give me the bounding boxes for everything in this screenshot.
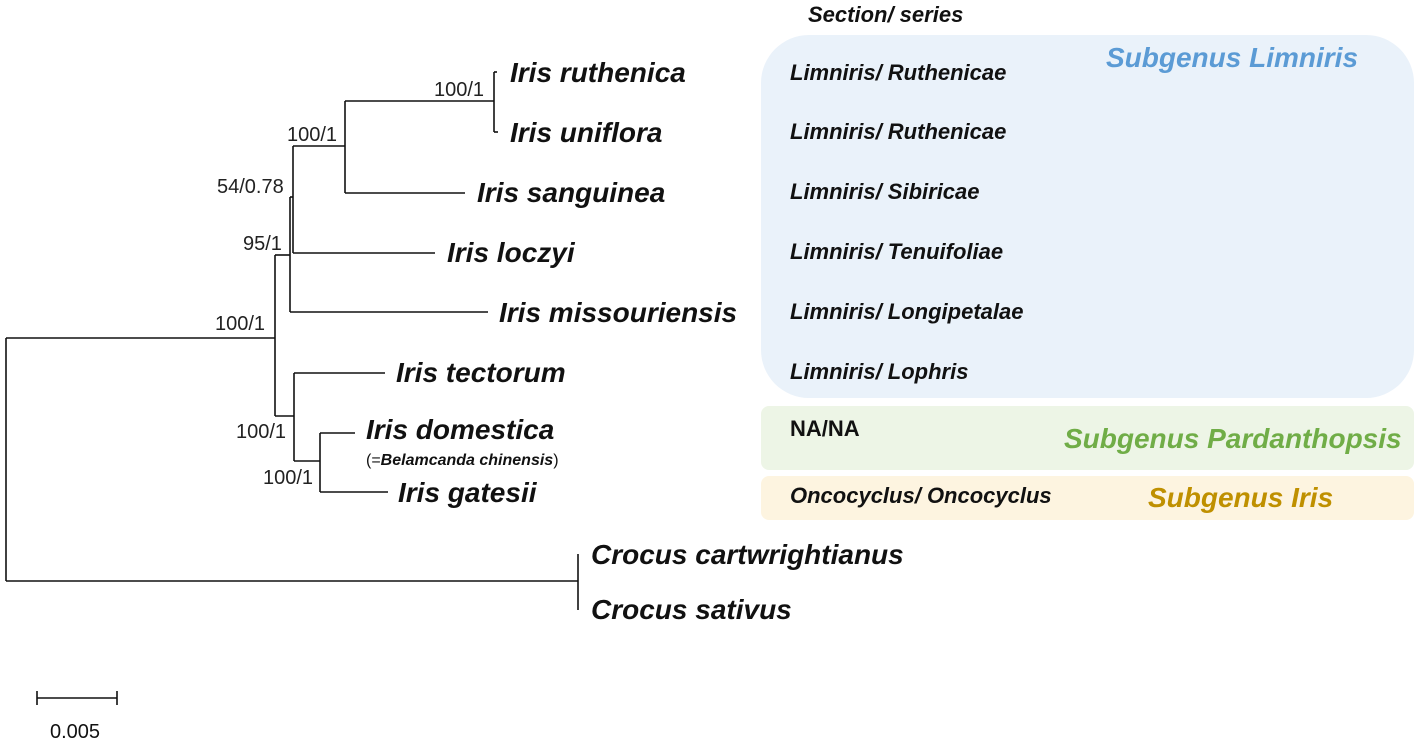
- taxon-label: Iris ruthenica: [510, 57, 686, 88]
- section-series-label: Limniris/ Sibiricae: [790, 179, 980, 204]
- support-value: 100/1: [287, 124, 337, 146]
- section-series-label: Limniris/ Longipetalae: [790, 299, 1023, 324]
- support-value: 54/0.78: [217, 176, 284, 198]
- subgenus-pardanthopsis-box: [761, 406, 1414, 470]
- synonym-label: (=Belamcanda chinensis): [366, 452, 559, 469]
- scale-bar-label: 0.005: [50, 721, 100, 743]
- section-series-label: Limniris/ Lophris: [790, 359, 968, 384]
- taxon-label: Iris missouriensis: [499, 297, 737, 328]
- scale-bar: 0.005: [36, 691, 118, 743]
- taxon-label: Iris sanguinea: [477, 177, 665, 208]
- support-value: 100/1: [236, 421, 286, 443]
- section-series-header: Section/ series: [808, 2, 963, 27]
- subgenus-limniris-label: Subgenus Limniris: [1106, 42, 1358, 73]
- taxon-label: Crocus sativus: [591, 594, 792, 625]
- section-series-label: Limniris/ Ruthenicae: [790, 119, 1006, 144]
- subgenus-pardanthopsis-label: Subgenus Pardanthopsis: [1064, 423, 1402, 454]
- tree-branches: [5, 71, 579, 610]
- subgenus-iris-label: Subgenus Iris: [1148, 482, 1333, 513]
- taxon-label: Iris gatesii: [398, 477, 538, 508]
- section-series-label: NA/NA: [790, 416, 860, 441]
- taxon-label: Iris loczyi: [447, 237, 576, 268]
- scale-bar-line: [36, 691, 118, 705]
- subgenus-iris-box: [761, 476, 1414, 520]
- support-value: 100/1: [263, 467, 313, 489]
- synonym-open: (=: [366, 452, 381, 469]
- taxon-label: Iris uniflora: [510, 117, 662, 148]
- support-value: 100/1: [215, 313, 265, 335]
- subgenus-limniris-box: [761, 35, 1414, 398]
- taxon-label: Crocus cartwrightianus: [591, 539, 904, 570]
- synonym-name: Belamcanda chinensis: [381, 452, 554, 469]
- taxon-label: Iris domestica: [366, 414, 554, 445]
- synonym-close: ): [553, 452, 558, 469]
- section-series-label: Limniris/ Ruthenicae: [790, 60, 1006, 85]
- section-series-label: Limniris/ Tenuifoliae: [790, 239, 1003, 264]
- support-value: 95/1: [243, 233, 282, 255]
- section-series-label: Oncocyclus/ Oncocyclus: [790, 483, 1052, 508]
- support-value: 100/1: [434, 79, 484, 101]
- taxon-label: Iris tectorum: [396, 357, 566, 388]
